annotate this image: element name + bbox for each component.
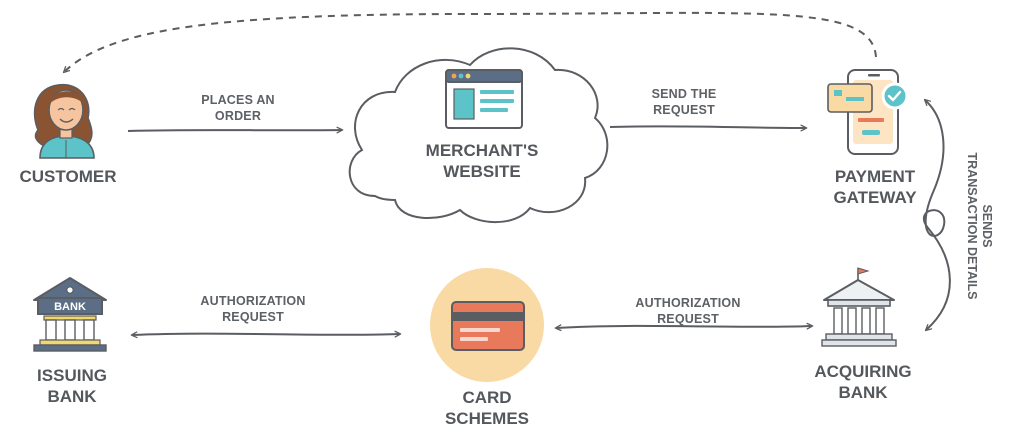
- places-line-1: PLACES AN: [201, 93, 275, 107]
- card-schemes-label: CARD SCHEMES: [427, 387, 547, 429]
- sends-line-2: TRANSACTION DETAILS: [965, 152, 979, 300]
- auth-request-left-label: AUTHORIZATION REQUEST: [183, 293, 323, 325]
- auth-left-line-1: AUTHORIZATION: [200, 294, 306, 308]
- issuing-line-1: ISSUING: [37, 366, 107, 385]
- merchant-line-1: MERCHANT'S: [425, 141, 539, 160]
- arrow-merchant-to-gateway: [609, 124, 808, 132]
- arrow-customer-to-merchant: [127, 126, 344, 134]
- auth-left-line-2: REQUEST: [222, 310, 284, 324]
- issuing-bank-label: ISSUING BANK: [12, 365, 132, 407]
- send-request-label: SEND THE REQUEST: [624, 86, 744, 118]
- bank-sign-text: BANK: [54, 301, 86, 313]
- auth-right-line-2: REQUEST: [657, 312, 719, 326]
- acquiring-bank-icon: [821, 267, 897, 347]
- gateway-line-2: GATEWAY: [833, 188, 917, 207]
- card-line-2: SCHEMES: [444, 409, 530, 428]
- sends-transaction-details-label: SENDS TRANSACTION DETAILS: [954, 136, 1004, 316]
- send-line-1: SEND THE: [651, 87, 717, 101]
- gateway-line-1: PAYMENT: [834, 167, 916, 186]
- places-order-label: PLACES AN ORDER: [178, 92, 298, 124]
- customer-label: CUSTOMER: [8, 166, 128, 187]
- customer-icon: [33, 84, 95, 159]
- customer-text: CUSTOMER: [19, 167, 117, 186]
- send-line-2: REQUEST: [653, 103, 715, 117]
- payment-gateway-icon: [827, 69, 909, 155]
- arrow-card-schemes-acquiring: [554, 322, 814, 332]
- payment-gateway-label: PAYMENT GATEWAY: [815, 166, 935, 208]
- arrow-issuing-card-schemes: [130, 330, 402, 339]
- sends-line-1: SENDS: [980, 204, 994, 248]
- issuing-line-2: BANK: [47, 387, 97, 406]
- card-line-1: CARD: [462, 388, 512, 407]
- places-line-2: ORDER: [214, 109, 262, 123]
- auth-right-line-1: AUTHORIZATION: [635, 296, 741, 310]
- auth-request-right-label: AUTHORIZATION REQUEST: [618, 295, 758, 327]
- card-schemes-icon: [430, 268, 544, 382]
- acquiring-bank-label: ACQUIRING BANK: [803, 361, 923, 403]
- website-icon: [445, 69, 523, 129]
- arrow-acquiring-to-gateway: [922, 98, 951, 332]
- issuing-bank-icon: [33, 277, 107, 352]
- dashed-return-arrow: [62, 11, 877, 74]
- merchant-line-2: WEBSITE: [443, 162, 521, 181]
- acquiring-line-1: ACQUIRING: [814, 362, 912, 381]
- merchant-website-label: MERCHANT'S WEBSITE: [412, 140, 552, 182]
- cloud-shape: [348, 47, 609, 224]
- acquiring-line-2: BANK: [838, 383, 888, 402]
